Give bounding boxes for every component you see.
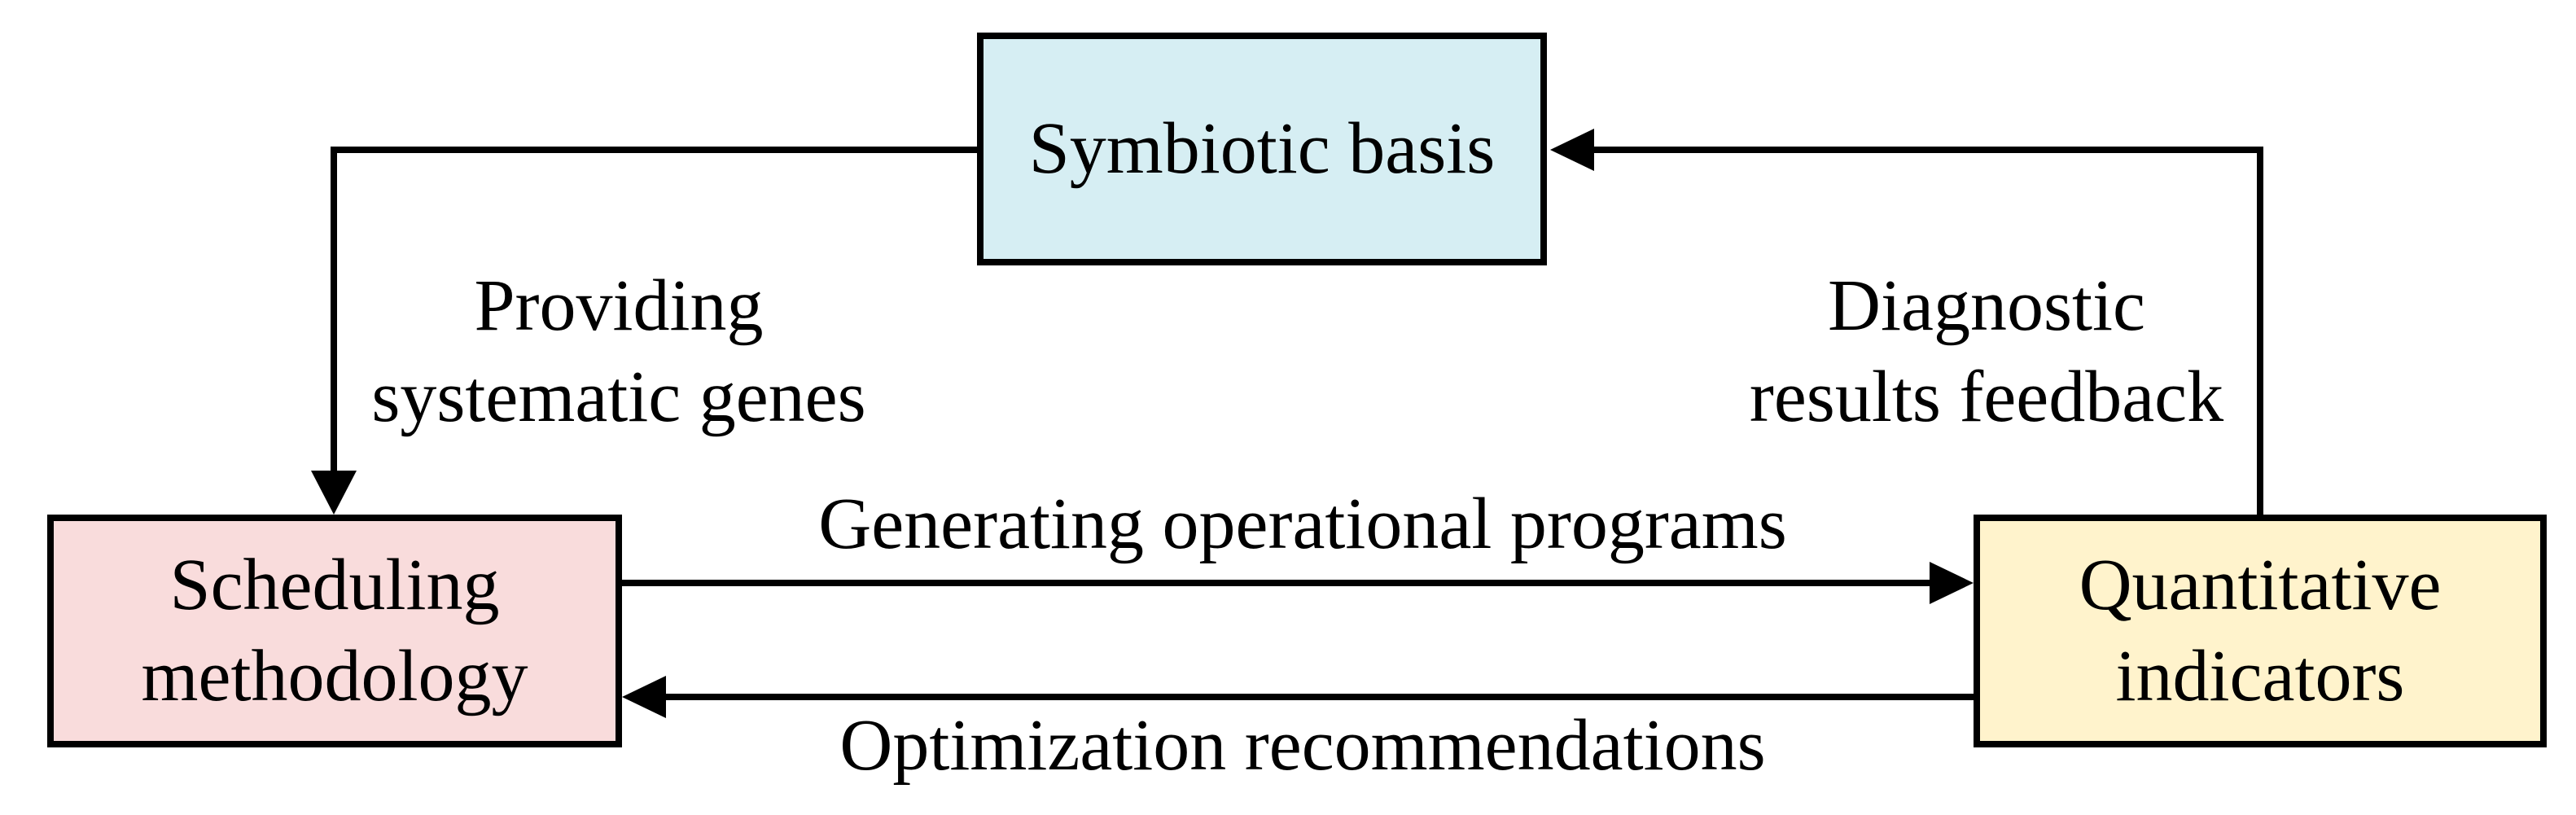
providing-line1: Providing <box>474 265 764 346</box>
symbiotic-basis-box: Symbiotic basis <box>977 33 1547 265</box>
diagnostic-line1: Diagnostic <box>1828 265 2145 346</box>
quantitative-label-line2: indicators <box>2115 636 2405 716</box>
scheduling-label-line1: Scheduling <box>169 545 500 625</box>
arrowhead-diagnostic <box>1550 129 1594 171</box>
quantitative-indicators-box: Quantitative indicators <box>1974 515 2547 747</box>
quantitative-label-line1: Quantitative <box>2079 545 2442 625</box>
diagnostic-line2: results feedback <box>1749 357 2224 437</box>
arrowhead-generating <box>1930 562 1974 604</box>
arrow-providing-path <box>331 147 977 471</box>
symbiotic-basis-label: Symbiotic basis <box>1028 108 1496 189</box>
generating-edge-label: Generating operational programs <box>818 484 1787 564</box>
optimization-edge-label: Optimization recommendations <box>839 705 1766 786</box>
providing-line2: systematic genes <box>371 357 866 437</box>
arrowhead-optimization <box>622 676 666 718</box>
providing-edge-label: Providing systematic genes <box>342 261 896 443</box>
arrowhead-providing <box>311 471 357 515</box>
scheduling-label-line2: methodology <box>141 636 528 716</box>
diagnostic-edge-label: Diagnostic results feedback <box>1718 261 2255 443</box>
arrow-diagnostic-path <box>1594 147 2263 515</box>
scheduling-methodology-box: Scheduling methodology <box>47 515 622 747</box>
